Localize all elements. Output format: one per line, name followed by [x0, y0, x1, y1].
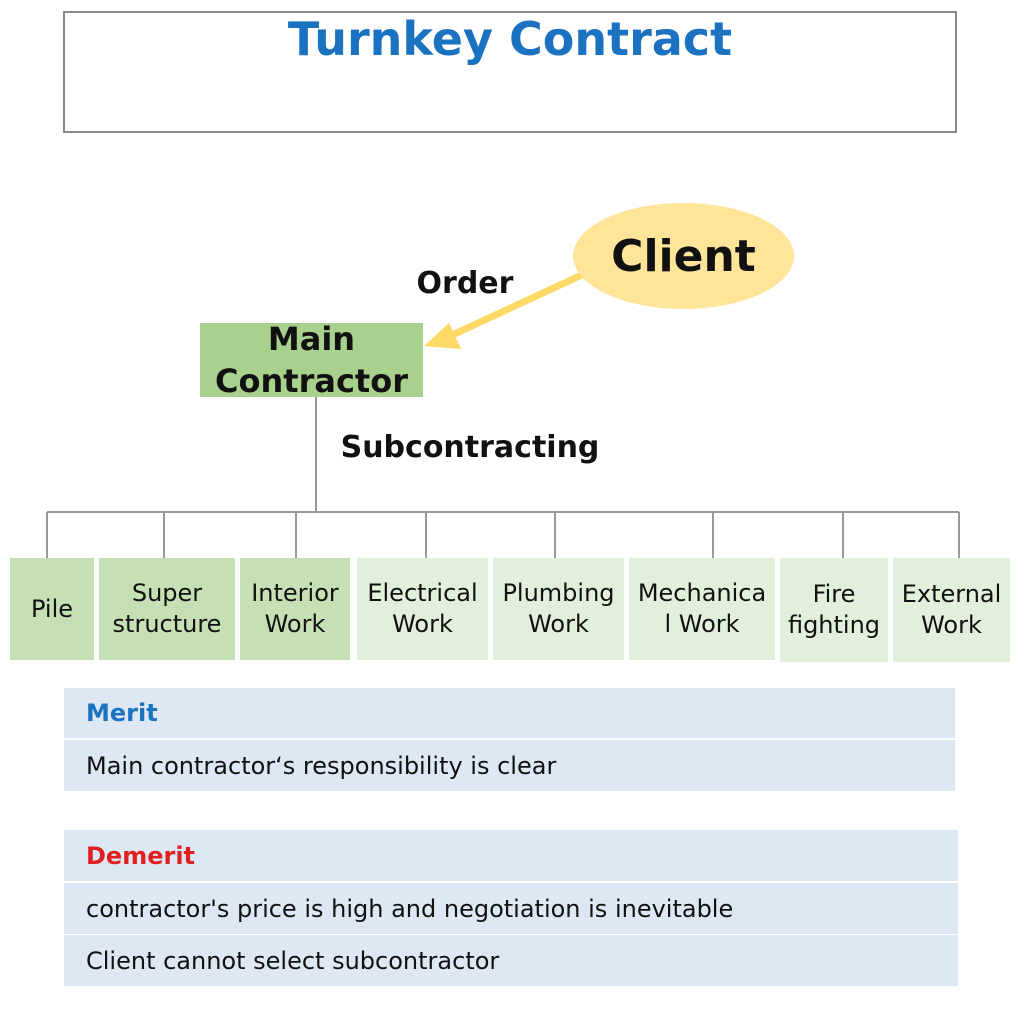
client-node: Client [573, 203, 794, 309]
subcontractor-label: Plumbing [502, 579, 615, 607]
main-contractor-node: Main Contractor [200, 320, 423, 400]
subcontracting-label: Subcontracting [340, 430, 600, 465]
merit-item: Main contractor‘s responsibility is clea… [64, 740, 955, 791]
subcontractor-pile: Pile [10, 558, 94, 660]
order-label: Order [416, 266, 514, 301]
demerit-item: contractor's price is high and negotiati… [64, 883, 958, 934]
subcontractor-label: Work [392, 610, 453, 638]
subcontractor-label: Interior [251, 579, 339, 607]
subcontractor-label: Work [921, 611, 982, 639]
page-title: Turnkey Contract [287, 12, 733, 66]
demerit-heading: Demerit [64, 830, 958, 881]
order-arrow-head [424, 323, 461, 349]
order-arrow-line [446, 269, 588, 341]
subcontractor-label: l Work [664, 610, 740, 638]
subcontractor-interior-work: Interior Work [240, 558, 350, 660]
main-contractor-line: Main [267, 320, 356, 358]
subcontractor-mechanical-work: Mechanica l Work [629, 558, 775, 660]
subcontractor-label: structure [112, 610, 222, 638]
subcontractor-plumbing-work: Plumbing Work [493, 558, 624, 660]
subcontractor-label: Work [528, 610, 589, 638]
merit-heading: Merit [64, 688, 955, 738]
subcontractor-superstructure: Super structure [99, 558, 235, 660]
subcontractor-label: Electrical [367, 579, 478, 607]
subcontractor-label: Work [264, 610, 326, 638]
subcontractor-fire-fighting: Fire fighting [780, 558, 888, 662]
subcontractor-label: Mechanica [637, 579, 767, 607]
subcontractor-electrical-work: Electrical Work [357, 558, 488, 660]
title-frame [63, 11, 957, 133]
subcontractor-label: fighting [787, 611, 881, 639]
subcontractor-label: Fire [812, 580, 856, 608]
demerit-item: Client cannot select subcontractor [64, 935, 958, 986]
subcontractor-label: Super [131, 579, 203, 607]
subcontractor-external-work: External Work [893, 558, 1010, 662]
subcontractor-label: External [901, 580, 1002, 608]
subcontractor-label: Pile [30, 594, 74, 623]
main-contractor-line: Contractor [215, 362, 408, 400]
